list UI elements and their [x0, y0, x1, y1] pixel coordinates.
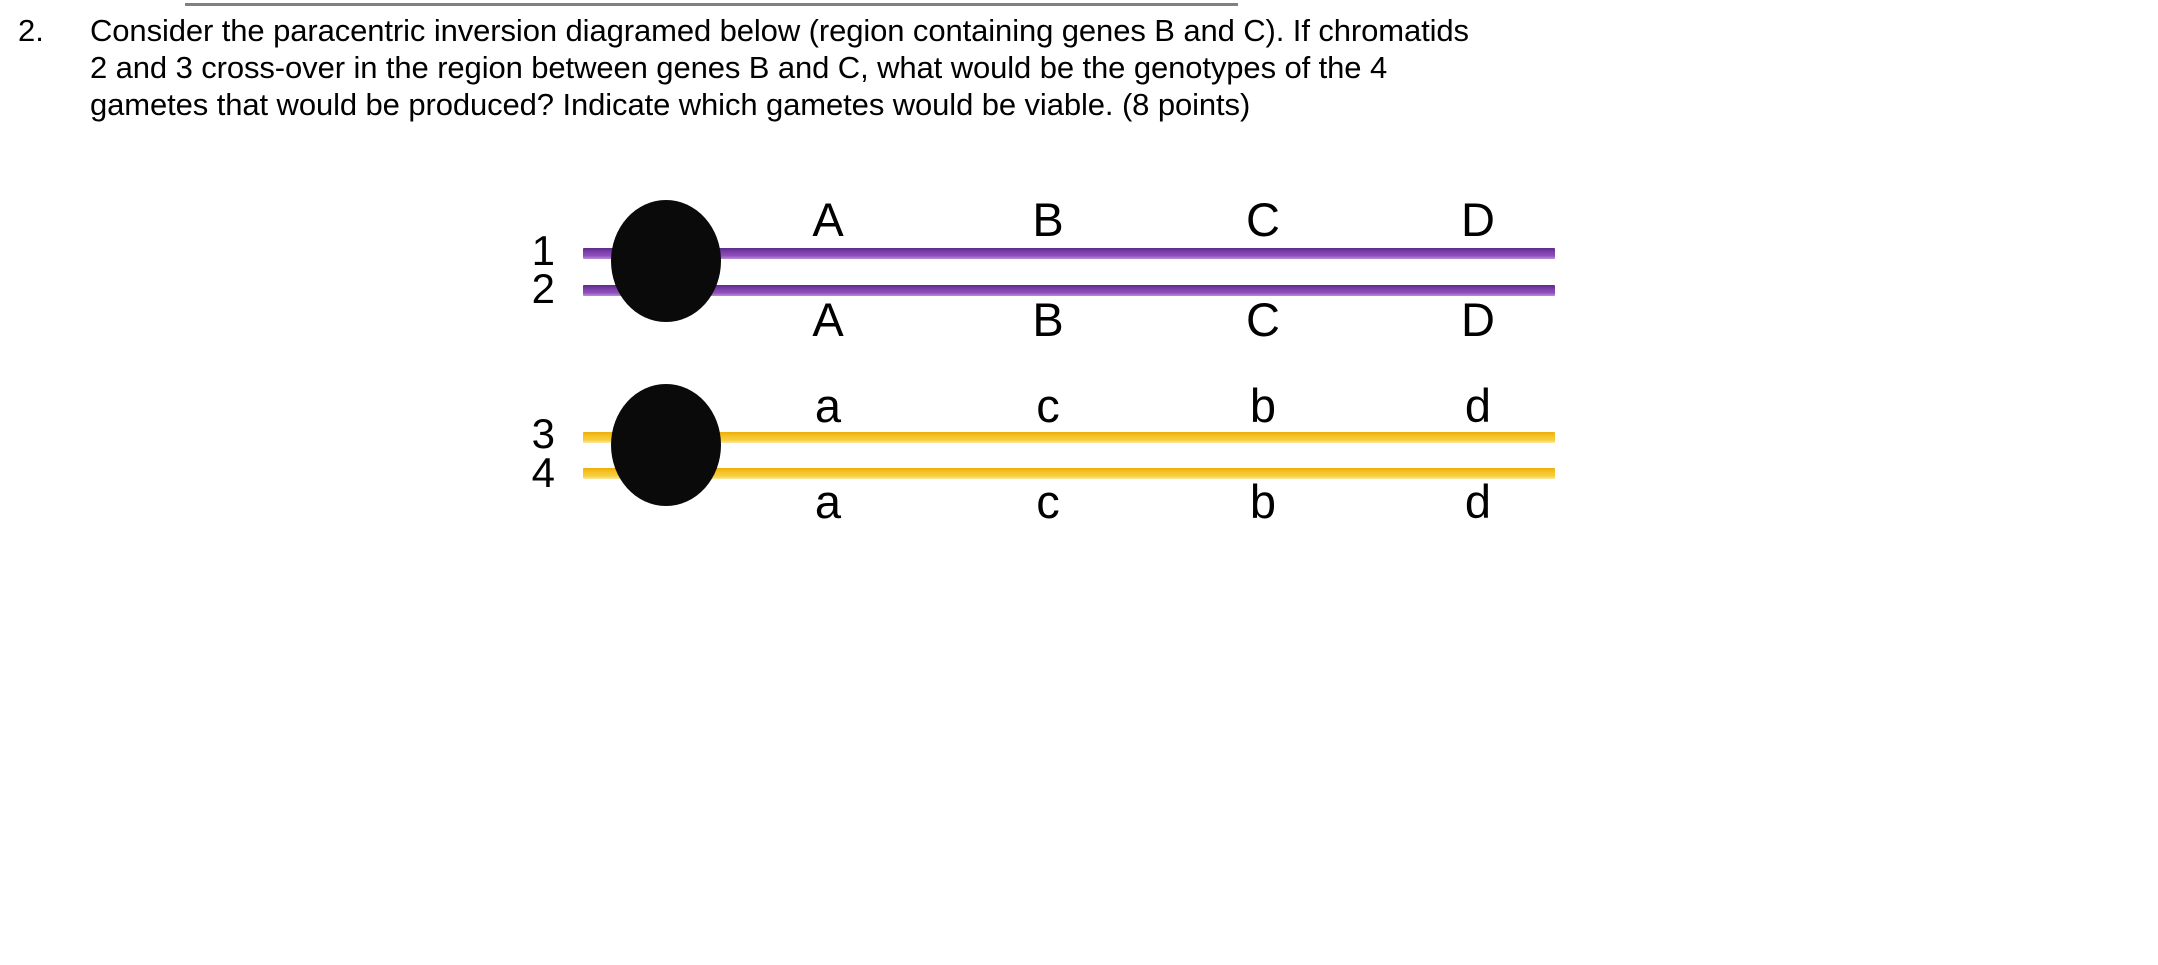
chromatid-arm-2 [583, 285, 1555, 296]
allele-4-d: d [1464, 475, 1492, 528]
allele-3-d: d [1464, 379, 1492, 432]
allele-1-C: C [1246, 193, 1280, 246]
allele-3-b: b [1249, 379, 1277, 432]
allele-2-D: D [1461, 293, 1495, 346]
allele-1-A: A [812, 193, 844, 246]
chromatid-arm-4 [583, 468, 1555, 479]
allele-3-a: a [814, 379, 842, 432]
allele-3-c: c [1036, 379, 1060, 432]
allele-4-b: b [1249, 475, 1277, 528]
allele-4-c: c [1036, 475, 1060, 528]
chromatid-arm-3 [583, 432, 1555, 443]
allele-4-a: a [814, 475, 842, 528]
question-line-1: Consider the paracentric inversion diagr… [90, 13, 1469, 48]
chromatid-number-4: 4 [531, 449, 555, 496]
question-line-3: gametes that would be produced? Indicate… [90, 87, 1251, 122]
top-divider-rule [185, 3, 1238, 6]
question-line-2: 2 and 3 cross-over in the region between… [90, 50, 1388, 85]
chromatid-arm-1 [583, 248, 1555, 259]
allele-2-A: A [812, 293, 844, 346]
centromere-yellow [611, 384, 721, 506]
question-number: 2. [18, 13, 44, 48]
question-text: Consider the paracentric inversion diagr… [90, 12, 2120, 123]
centromere-purple [611, 200, 721, 322]
chromatid-number-2: 2 [531, 265, 555, 312]
allele-1-B: B [1032, 193, 1064, 246]
allele-2-C: C [1246, 293, 1280, 346]
chromatid-number-3: 3 [531, 410, 555, 457]
allele-1-D: D [1461, 193, 1495, 246]
chromatid-number-1: 1 [531, 227, 555, 274]
allele-2-B: B [1032, 293, 1064, 346]
